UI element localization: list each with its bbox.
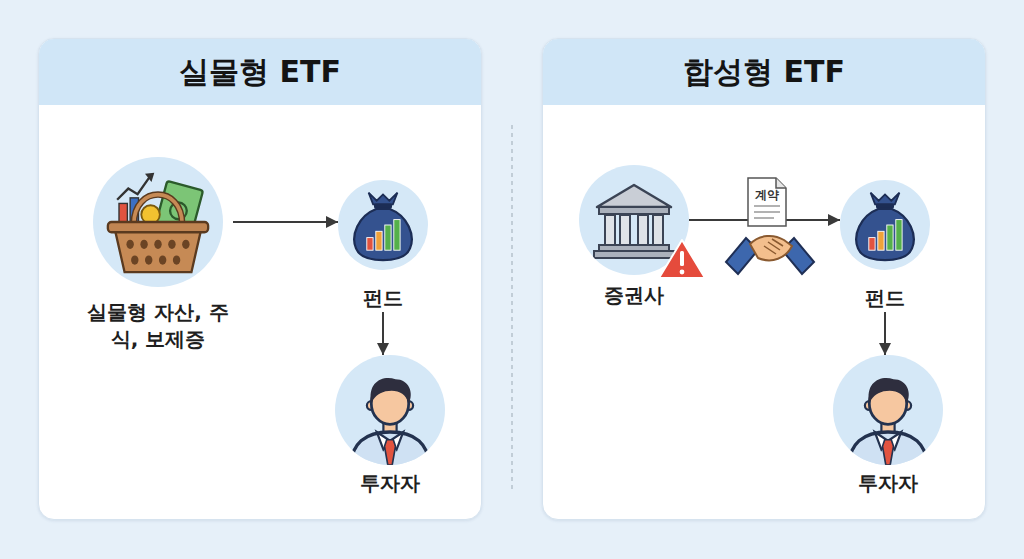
panel-header: 합성형 ETF xyxy=(543,39,985,105)
icon-graphic xyxy=(840,180,930,270)
contract-line xyxy=(754,211,780,213)
icon-node: 실물형 자산, 주식, 보제증 xyxy=(83,157,233,353)
flow-arrow xyxy=(382,312,384,355)
node-label: 펀드 xyxy=(840,285,930,312)
icon-node: 투자자 xyxy=(833,355,943,497)
handshake-fingers xyxy=(764,239,783,254)
icon-circle xyxy=(335,355,445,465)
icon-symbol xyxy=(856,193,913,261)
icon-circle xyxy=(833,355,943,465)
warning-mark xyxy=(680,251,684,266)
contract-line xyxy=(754,217,774,219)
contract-fold xyxy=(776,178,786,188)
flow-arrow xyxy=(884,312,886,355)
icon-circle xyxy=(579,165,689,275)
flow-arrow xyxy=(233,221,338,223)
flow-arrow xyxy=(689,219,840,221)
icon-graphic xyxy=(93,157,223,287)
icon-circle xyxy=(840,180,930,270)
icon-symbol xyxy=(354,193,411,261)
contract-document xyxy=(748,178,786,226)
icon-graphic xyxy=(579,165,689,275)
panel-header: 실물형 ETF xyxy=(39,39,481,105)
icon-graphic xyxy=(335,355,445,465)
icon-graphic xyxy=(833,355,943,465)
panel-title: 실물형 ETF xyxy=(179,52,341,93)
node-label: 투자자 xyxy=(833,470,943,497)
warning-mark xyxy=(680,270,685,275)
panel-title: 합성형 ETF xyxy=(683,52,845,93)
icon-node: 펀드 xyxy=(338,180,428,312)
icon-symbol xyxy=(350,378,429,465)
node-label: 투자자 xyxy=(335,470,445,497)
icon-node: 투자자 xyxy=(335,355,445,497)
panel-divider xyxy=(511,125,513,490)
icon-graphic xyxy=(338,180,428,270)
icon-circle xyxy=(93,157,223,287)
contract-line xyxy=(754,205,780,207)
handshake-hands xyxy=(750,236,792,260)
etf-panel: 합성형 ETF 증권사 펀드투자자 xyxy=(542,38,986,520)
node-label: 증권사 xyxy=(579,282,689,309)
etf-panel: 실물형 ETF 실물형 자산, 주식, 보제증 펀드투자자 xyxy=(38,38,482,520)
icon-symbol xyxy=(108,173,208,272)
node-label: 펀드 xyxy=(338,285,428,312)
icon-node: 펀드 xyxy=(840,180,930,312)
handshake-sleeve xyxy=(782,238,814,274)
icon-circle xyxy=(338,180,428,270)
warning-triangle xyxy=(659,240,705,278)
node-label: 실물형 자산, 주식, 보제증 xyxy=(83,299,233,353)
icon-symbol xyxy=(594,185,674,258)
icon-symbol xyxy=(848,378,927,465)
handshake-sleeve xyxy=(726,238,758,274)
icon-node: 증권사 xyxy=(579,165,689,309)
